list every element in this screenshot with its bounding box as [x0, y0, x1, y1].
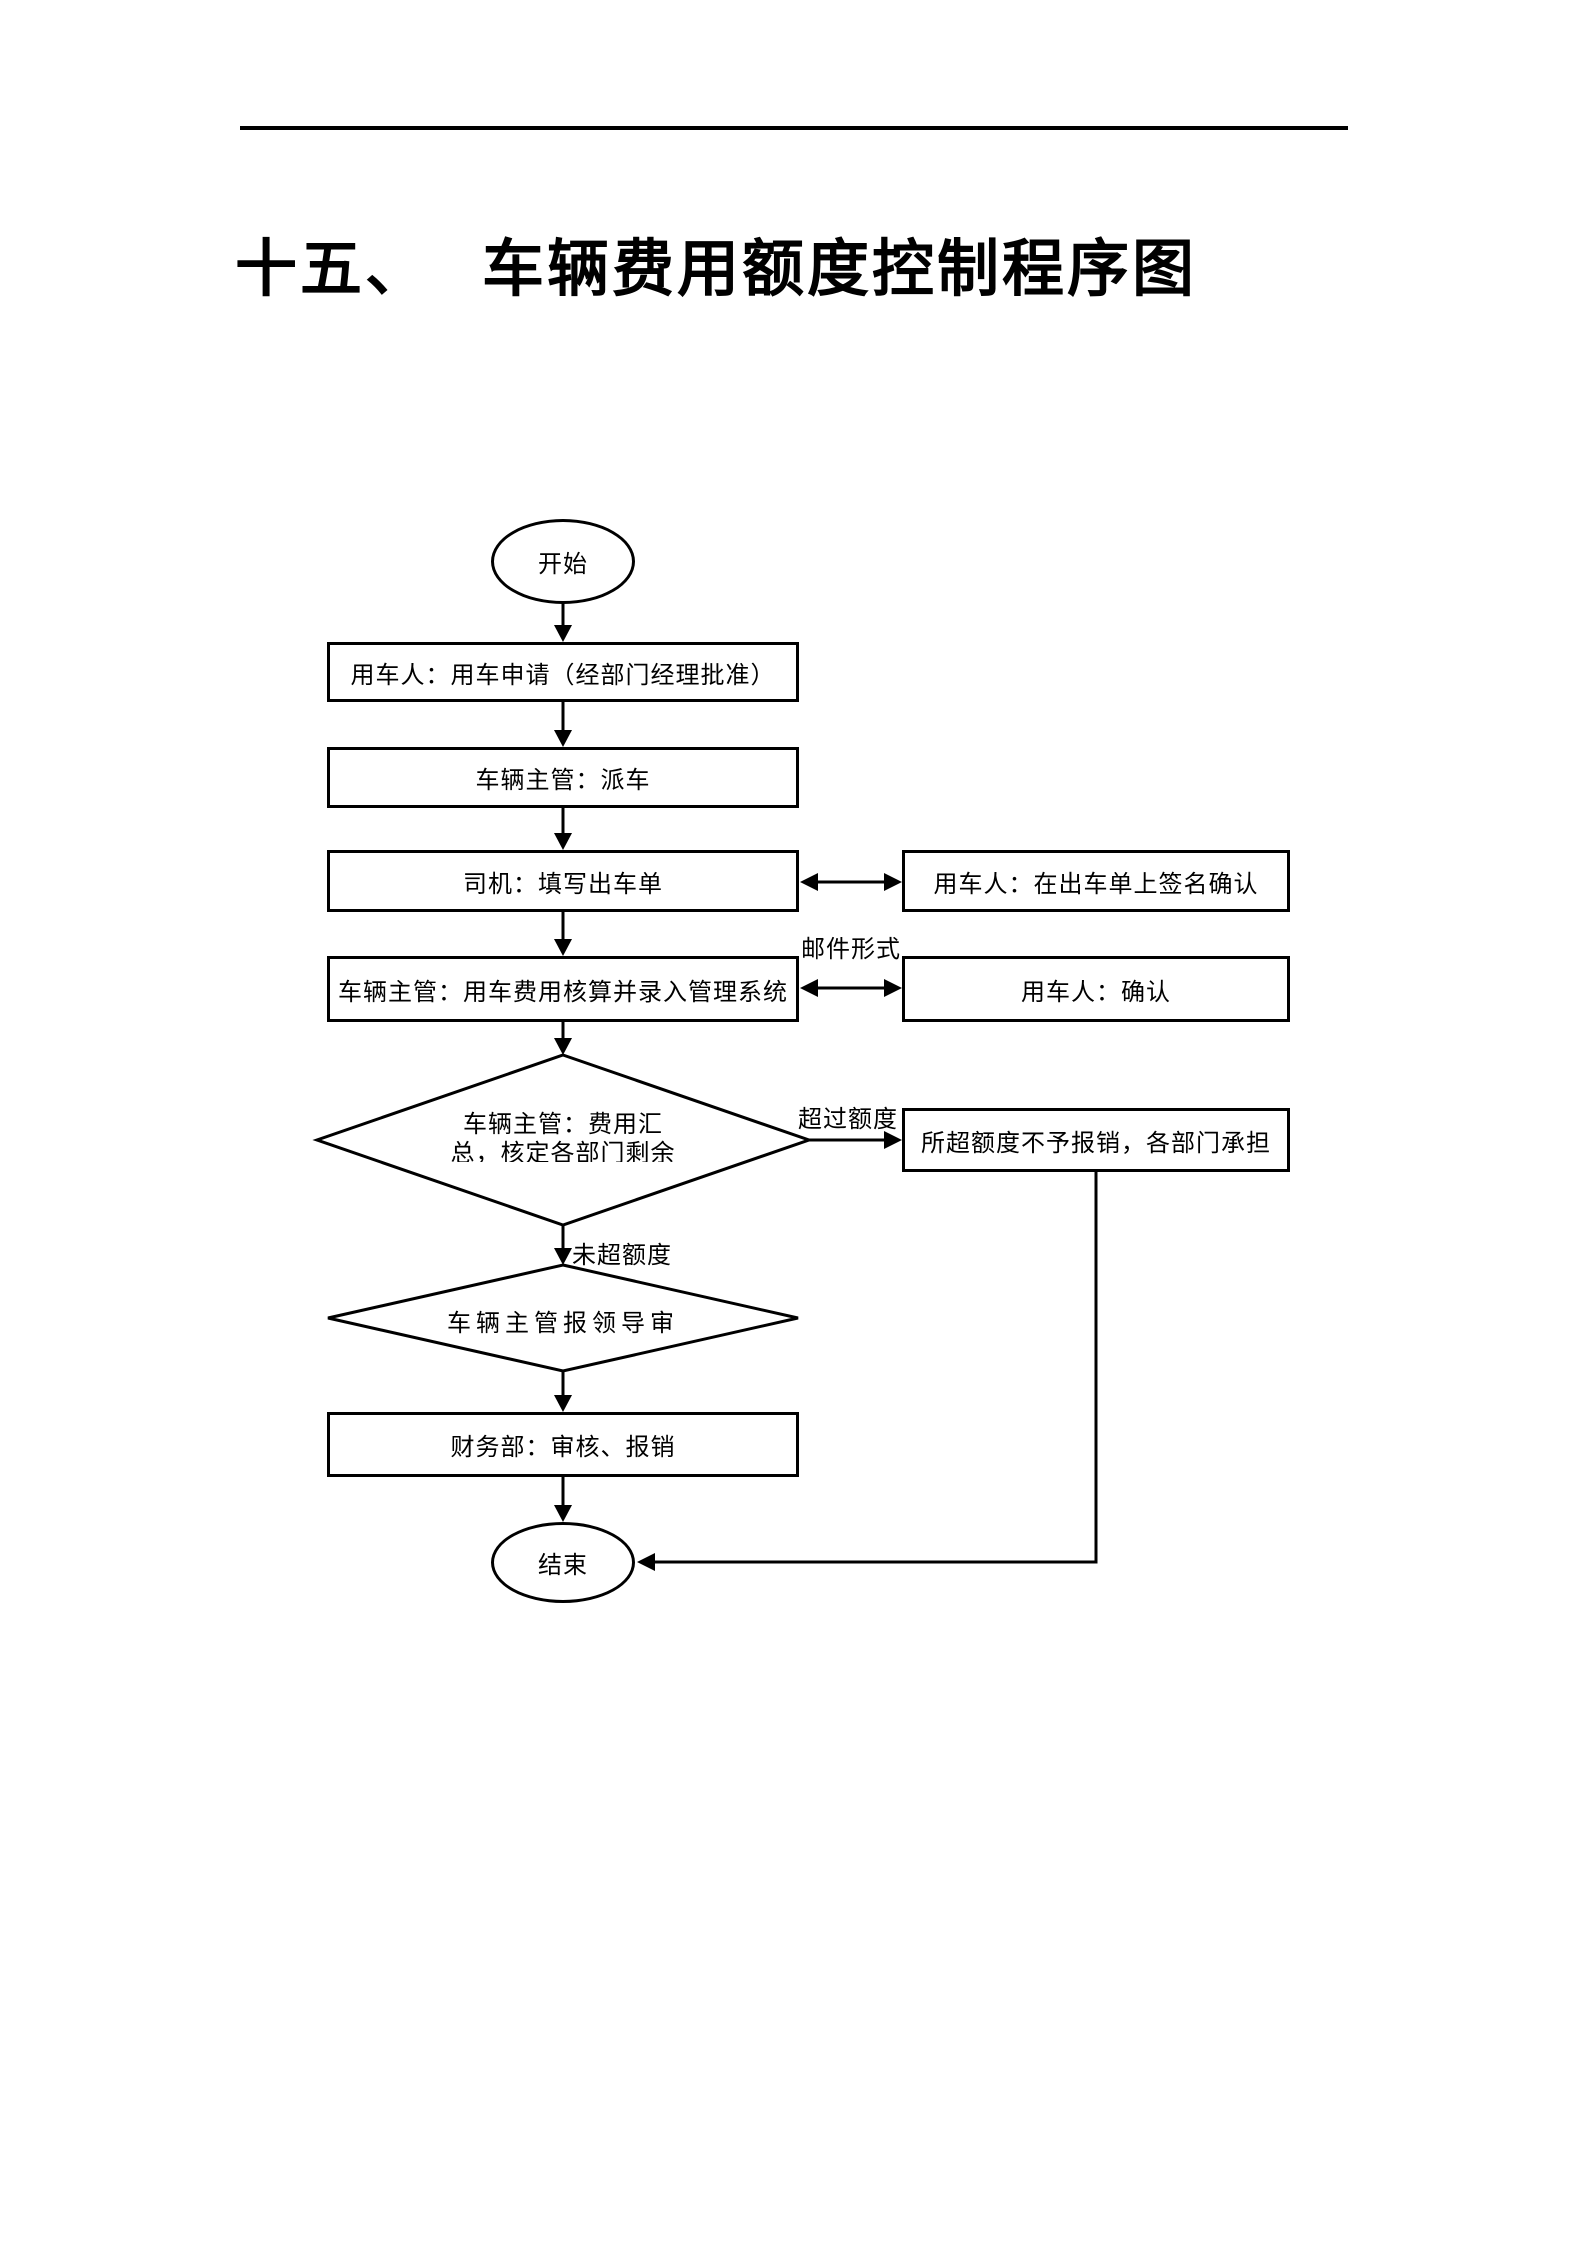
arrowhead-down-5 [554, 1038, 572, 1055]
process-over-quota-result-label: 所超额度不予报销，各部门承担 [921, 1129, 1271, 1157]
arrowhead-down-1 [554, 625, 572, 642]
arrowhead-left-1 [800, 873, 818, 891]
arrowhead-down-3 [554, 833, 572, 850]
arrowhead-down-7 [554, 1395, 572, 1412]
decision-leader-text: 车辆主管报领导审 [447, 1310, 679, 1337]
process-fill-form: 司机：填写出车单 [327, 850, 799, 912]
title-text: 车辆费用额度控制程序图 [482, 235, 1198, 304]
arrowhead-down-4 [554, 939, 572, 956]
arrowhead-left-3 [637, 1553, 655, 1571]
decision-summary-text: 车辆主管：费用汇 总，核定各部门剩余 [422, 1110, 704, 1162]
edge-label-email: 邮件形式 [801, 936, 901, 963]
edge-overquota-end [655, 1172, 1098, 1564]
process-confirm: 用车人：确认 [902, 956, 1290, 1022]
arrowhead-down-8 [554, 1505, 572, 1522]
arrowhead-right-1 [884, 873, 902, 891]
arrowhead-left-2 [800, 979, 818, 997]
process-cost-entry-label: 车辆主管：用车费用核算并录入管理系统 [338, 978, 788, 1006]
process-apply: 用车人：用车申请（经部门经理批准） [327, 642, 799, 702]
edge-label-over-quota: 超过额度 [798, 1106, 898, 1133]
process-fill-form-label: 司机：填写出车单 [463, 870, 663, 898]
title-number: 十五、 [235, 235, 431, 304]
process-over-quota-result: 所超额度不予报销，各部门承担 [902, 1108, 1290, 1172]
arrowhead-down-6 [554, 1248, 572, 1265]
process-confirm-label: 用车人：确认 [1021, 978, 1171, 1006]
start-terminator: 开始 [491, 519, 635, 604]
process-finance-audit: 财务部：审核、报销 [327, 1412, 799, 1477]
page-title: 十五、车辆费用额度控制程序图 [235, 218, 1197, 308]
arrowhead-down-2 [554, 730, 572, 747]
process-sign-confirm: 用车人：在出车单上签名确认 [902, 850, 1290, 912]
header-rule [240, 126, 1348, 130]
arrowhead-right-3 [884, 1131, 902, 1149]
process-dispatch: 车辆主管：派车 [327, 747, 799, 808]
decision-summary-line1: 车辆主管：费用汇 [463, 1111, 663, 1138]
end-terminator: 结束 [491, 1522, 635, 1603]
connector-lines [312, 603, 1098, 1571]
edge-label-within-quota: 未超额度 [572, 1242, 672, 1269]
process-cost-entry: 车辆主管：用车费用核算并录入管理系统 [327, 956, 799, 1022]
process-apply-label: 用车人：用车申请（经部门经理批准） [350, 661, 776, 689]
start-label: 开始 [538, 551, 588, 578]
arrowhead-right-2 [884, 979, 902, 997]
process-finance-audit-label: 财务部：审核、报销 [450, 1434, 676, 1461]
decision-summary-line2: 总，核定各部门剩余 [450, 1140, 676, 1162]
end-label: 结束 [538, 1552, 588, 1579]
process-dispatch-label: 车辆主管：派车 [475, 767, 651, 794]
process-sign-confirm-label: 用车人：在出车单上签名确认 [933, 870, 1259, 898]
